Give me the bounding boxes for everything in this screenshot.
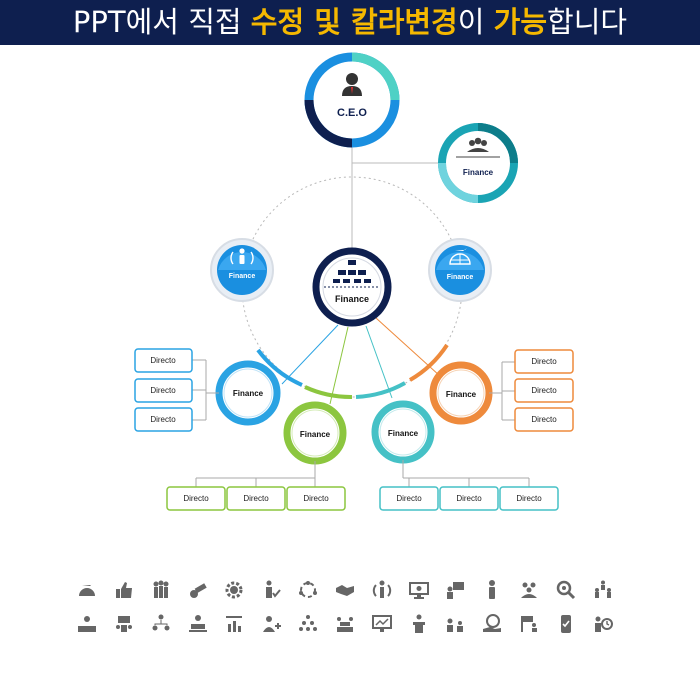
screen-chart-icon bbox=[370, 612, 394, 636]
ceo-node[interactable]: C.E.O bbox=[304, 52, 400, 148]
branch-label: Finance bbox=[388, 429, 419, 438]
directo-label: Directo bbox=[396, 494, 422, 503]
directo-label: Directo bbox=[531, 415, 557, 424]
orbit-arc-green bbox=[304, 385, 353, 400]
banner-text-3: 합니다 bbox=[547, 5, 628, 39]
handshake-icon bbox=[333, 578, 357, 602]
branch-label: Finance bbox=[300, 430, 331, 439]
gear-dollar-icon bbox=[222, 578, 246, 602]
directo-label: Directo bbox=[531, 357, 557, 366]
directo-label: Directo bbox=[150, 415, 176, 424]
branch-label: Finance bbox=[233, 389, 264, 398]
directo-label: Directo bbox=[150, 386, 176, 395]
directo-box[interactable]: Directo bbox=[514, 349, 574, 374]
icon-row-2 bbox=[75, 612, 615, 636]
directo-box[interactable]: Directo bbox=[134, 407, 193, 432]
directo-label: Directo bbox=[456, 494, 482, 503]
person-talk-icon bbox=[443, 612, 467, 636]
banner-highlight-1: 수정 및 칼라변경 bbox=[250, 5, 458, 39]
branch-node-blue[interactable]: Finance bbox=[215, 360, 281, 426]
orbit-arc-orange bbox=[408, 343, 449, 382]
directo-label: Directo bbox=[531, 386, 557, 395]
directo-label: Directo bbox=[516, 494, 542, 503]
branch-line-blue bbox=[281, 324, 339, 385]
branch-line-green bbox=[329, 326, 349, 405]
directo-box[interactable]: Directo bbox=[499, 486, 559, 511]
branch-node-teal[interactable]: Finance bbox=[371, 400, 435, 464]
person-desk-icon bbox=[75, 612, 99, 636]
directo-box[interactable]: Directo bbox=[379, 486, 439, 511]
team-icon bbox=[149, 578, 173, 602]
branch-label: Finance bbox=[446, 390, 477, 399]
directo-label: Directo bbox=[243, 494, 269, 503]
branch-node-green[interactable]: Finance bbox=[283, 401, 347, 465]
meeting-icon bbox=[112, 612, 136, 636]
directo-box[interactable]: Directo bbox=[514, 378, 574, 403]
banner-text-1: PPT에서 직접 bbox=[72, 5, 251, 39]
monitor-dollar-icon bbox=[407, 578, 431, 602]
directo-box[interactable]: Directo bbox=[286, 486, 346, 511]
pyramid-people-icon bbox=[296, 612, 320, 636]
presentation-icon bbox=[443, 578, 467, 602]
right-mid-label: Finance bbox=[447, 274, 474, 281]
globe-plane-icon bbox=[449, 248, 471, 265]
thumbs-up-icon bbox=[112, 578, 136, 602]
directo-box[interactable]: Directo bbox=[134, 378, 193, 403]
person-laptop-icon bbox=[186, 612, 210, 636]
directo-box[interactable]: Directo bbox=[134, 348, 193, 373]
orbit-arc-teal bbox=[355, 381, 406, 399]
directo-box[interactable]: Directo bbox=[226, 486, 286, 511]
branch-green: Finance Directo Directo Directo bbox=[166, 401, 347, 511]
top-right-label: Finance bbox=[463, 168, 494, 177]
left-mid-label: Finance bbox=[229, 273, 256, 280]
search-dollar-icon bbox=[554, 578, 578, 602]
center-node[interactable]: Finance bbox=[312, 247, 392, 327]
directo-label: Directo bbox=[303, 494, 329, 503]
org-chart-icon bbox=[149, 612, 173, 636]
hand-globe-icon bbox=[480, 612, 504, 636]
center-label: Finance bbox=[335, 294, 369, 304]
org-chart-icon bbox=[333, 260, 371, 283]
person-clock-icon bbox=[591, 612, 615, 636]
cannon-icon bbox=[186, 578, 210, 602]
orbit-arc-blue bbox=[256, 348, 303, 387]
hierarchy-people-icon bbox=[591, 578, 615, 602]
people-cycle-icon bbox=[296, 578, 320, 602]
group-icon bbox=[517, 578, 541, 602]
person-check-icon bbox=[259, 578, 283, 602]
person-add-icon bbox=[259, 612, 283, 636]
left-mid-node[interactable]: Finance bbox=[210, 238, 274, 302]
person-arrows-icon bbox=[230, 248, 254, 265]
team-icon bbox=[467, 137, 489, 152]
right-mid-node[interactable]: Finance bbox=[428, 238, 492, 302]
directo-box[interactable]: Directo bbox=[166, 486, 226, 511]
banner-highlight-2: 가능 bbox=[493, 5, 548, 39]
directo-label: Directo bbox=[183, 494, 209, 503]
branch-orange: Finance Directo Directo Directo bbox=[429, 349, 574, 432]
top-right-node[interactable]: Finance bbox=[438, 123, 518, 203]
directo-box[interactable]: Directo bbox=[514, 407, 574, 432]
branch-teal: Finance Directo Directo Directo bbox=[371, 400, 559, 511]
person-icon bbox=[480, 578, 504, 602]
globe-plane-icon bbox=[75, 578, 99, 602]
branch-node-orange[interactable]: Finance bbox=[429, 361, 493, 425]
branch-blue: Finance Directo Directo Directo bbox=[134, 348, 281, 432]
executive-icon bbox=[342, 73, 362, 96]
speaker-podium-icon bbox=[407, 612, 431, 636]
phone-check-icon bbox=[554, 612, 578, 636]
directo-label: Directo bbox=[150, 356, 176, 365]
person-arrows-icon bbox=[370, 578, 394, 602]
bar-chart-person-icon bbox=[222, 612, 246, 636]
org-chart: C.E.O Finance Finance bbox=[134, 52, 574, 511]
conference-icon bbox=[333, 612, 357, 636]
ceo-label: C.E.O bbox=[337, 107, 367, 119]
icon-row-1 bbox=[75, 578, 615, 602]
flag-person-icon bbox=[517, 612, 541, 636]
directo-box[interactable]: Directo bbox=[439, 486, 499, 511]
branch-line-teal bbox=[365, 325, 393, 399]
banner-text-2: 이 bbox=[457, 5, 494, 39]
